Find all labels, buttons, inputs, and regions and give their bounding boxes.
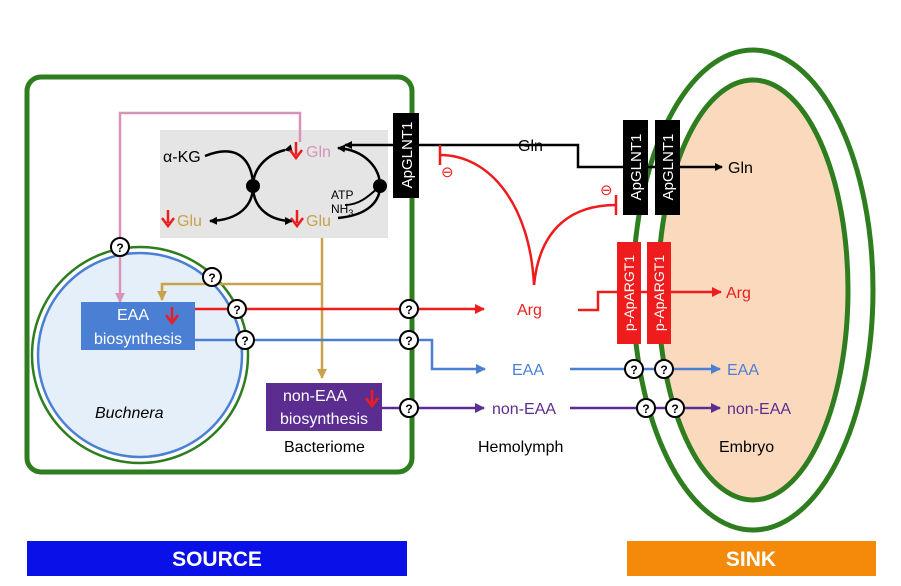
arg-hemolymph-label: Arg — [517, 302, 542, 319]
apglnt1-bacteriome-transporter — [393, 113, 419, 198]
bacteriome-label: Bacteriome — [284, 439, 365, 456]
apargt1-transporter-1 — [617, 242, 641, 344]
eaa-embryo-label: EAA — [727, 362, 759, 379]
source-label: SOURCE — [172, 548, 262, 571]
apglnt1-embryo-label-2: ApGLNT1 — [660, 134, 677, 201]
apglnt1-embryo-label-1: ApGLNT1 — [628, 134, 645, 201]
buchnera-label: Buchnera — [95, 405, 164, 422]
nonEAA-hemolymph-label: non-EAA — [492, 401, 556, 418]
glu-right-label: Glu — [306, 213, 331, 230]
nonEAA-decrease-arrow — [365, 390, 379, 409]
unknown-marker-embryo-nonEAA-2: ? — [665, 398, 685, 418]
gln-embryo-label: Gln — [728, 160, 753, 177]
nonEAA-box-label-1: non-EAA — [283, 388, 347, 405]
gln-to-embryo-arrow — [556, 143, 723, 171]
apargt1-label-2: p-ApARGT1 — [651, 255, 667, 331]
eaa-hemolymph-label: EAA — [512, 362, 544, 379]
apargt1-label-1: p-ApARGT1 — [621, 255, 637, 331]
gln-decrease-arrow — [289, 142, 303, 161]
eaa-box-label-2: biosynthesis — [94, 331, 182, 348]
unknown-marker-bacteriome-nonEAA: ? — [399, 398, 419, 418]
arg-inhibition-curve-left — [439, 153, 536, 286]
arg-inhibition-curve-right — [532, 203, 617, 286]
unknown-marker-buchnera-eaa: ? — [235, 330, 255, 350]
svg-text:?: ? — [241, 334, 248, 348]
glu-right-decrease-arrow — [290, 210, 304, 229]
eaa-flux-arrow — [195, 338, 486, 374]
nonEAA-box-label-2: biosynthesis — [280, 411, 368, 428]
embryo-body — [655, 77, 851, 503]
unknown-marker-embryo-nonEAA-1: ? — [636, 398, 656, 418]
apglnt1-embryo-transporter-1 — [623, 120, 648, 215]
glu-to-eaa-arrow — [157, 282, 322, 301]
sink-bar — [627, 541, 876, 576]
apglnt1-embryo-transporter-2 — [655, 120, 680, 215]
atp-label: ATP — [331, 188, 353, 202]
svg-text:?: ? — [671, 402, 678, 416]
gln-cycle-label: Gln — [306, 144, 331, 161]
hemolymph-label: Hemolymph — [478, 439, 563, 456]
unknown-marker-embryo-eaa-2: ? — [654, 359, 674, 379]
unknown-marker-bacteriome-arg: ? — [399, 299, 419, 319]
arg-embryo-label: Arg — [726, 285, 751, 302]
inhibition-symbol-right: ⊖ — [600, 182, 613, 199]
svg-text:?: ? — [208, 271, 215, 285]
eaa-biosynthesis-box — [81, 302, 195, 350]
glu-left-label: Glu — [177, 213, 202, 230]
alpha-kg-label: α-KG — [163, 149, 201, 166]
sink-label: SINK — [726, 548, 776, 571]
nonEAA-embryo-label: non-EAA — [727, 401, 791, 418]
svg-text:?: ? — [642, 402, 649, 416]
svg-text:?: ? — [405, 334, 412, 348]
unknown-marker-bacteriome-eaa: ? — [399, 330, 419, 350]
inhibition-symbol-left: ⊖ — [441, 164, 454, 181]
gln-to-eaa-arrow — [115, 111, 302, 303]
unknown-marker-buchnera-arg: ? — [227, 299, 247, 319]
svg-text:?: ? — [660, 363, 667, 377]
svg-text:?: ? — [630, 363, 637, 377]
embryo-label: Embryo — [719, 439, 774, 456]
gln-hemolymph-label: Gln — [518, 138, 543, 155]
nonEAA-biosynthesis-box — [266, 383, 382, 431]
unknown-marker-buchnera-top: ? — [110, 237, 130, 257]
svg-text:?: ? — [405, 303, 412, 317]
svg-text:?: ? — [405, 402, 412, 416]
svg-text:?: ? — [116, 241, 123, 255]
unknown-marker-buchnera-glu: ? — [202, 267, 222, 287]
buchnera-outer-membrane — [30, 245, 250, 465]
apargt1-transporter-2 — [647, 242, 671, 344]
svg-text:?: ? — [233, 303, 240, 317]
apglnt1-bacteriome-label: ApGLNT1 — [399, 122, 416, 189]
eaa-box-label-1: EAA — [117, 307, 149, 324]
glu-left-decrease-arrow — [161, 210, 175, 229]
source-bar — [27, 541, 407, 576]
enzyme-node-left — [246, 179, 260, 193]
eaa-decrease-arrow — [165, 307, 179, 326]
enzyme-node-right — [373, 179, 387, 193]
unknown-marker-embryo-eaa-1: ? — [624, 359, 644, 379]
nh3-label: NH3 — [331, 202, 353, 218]
